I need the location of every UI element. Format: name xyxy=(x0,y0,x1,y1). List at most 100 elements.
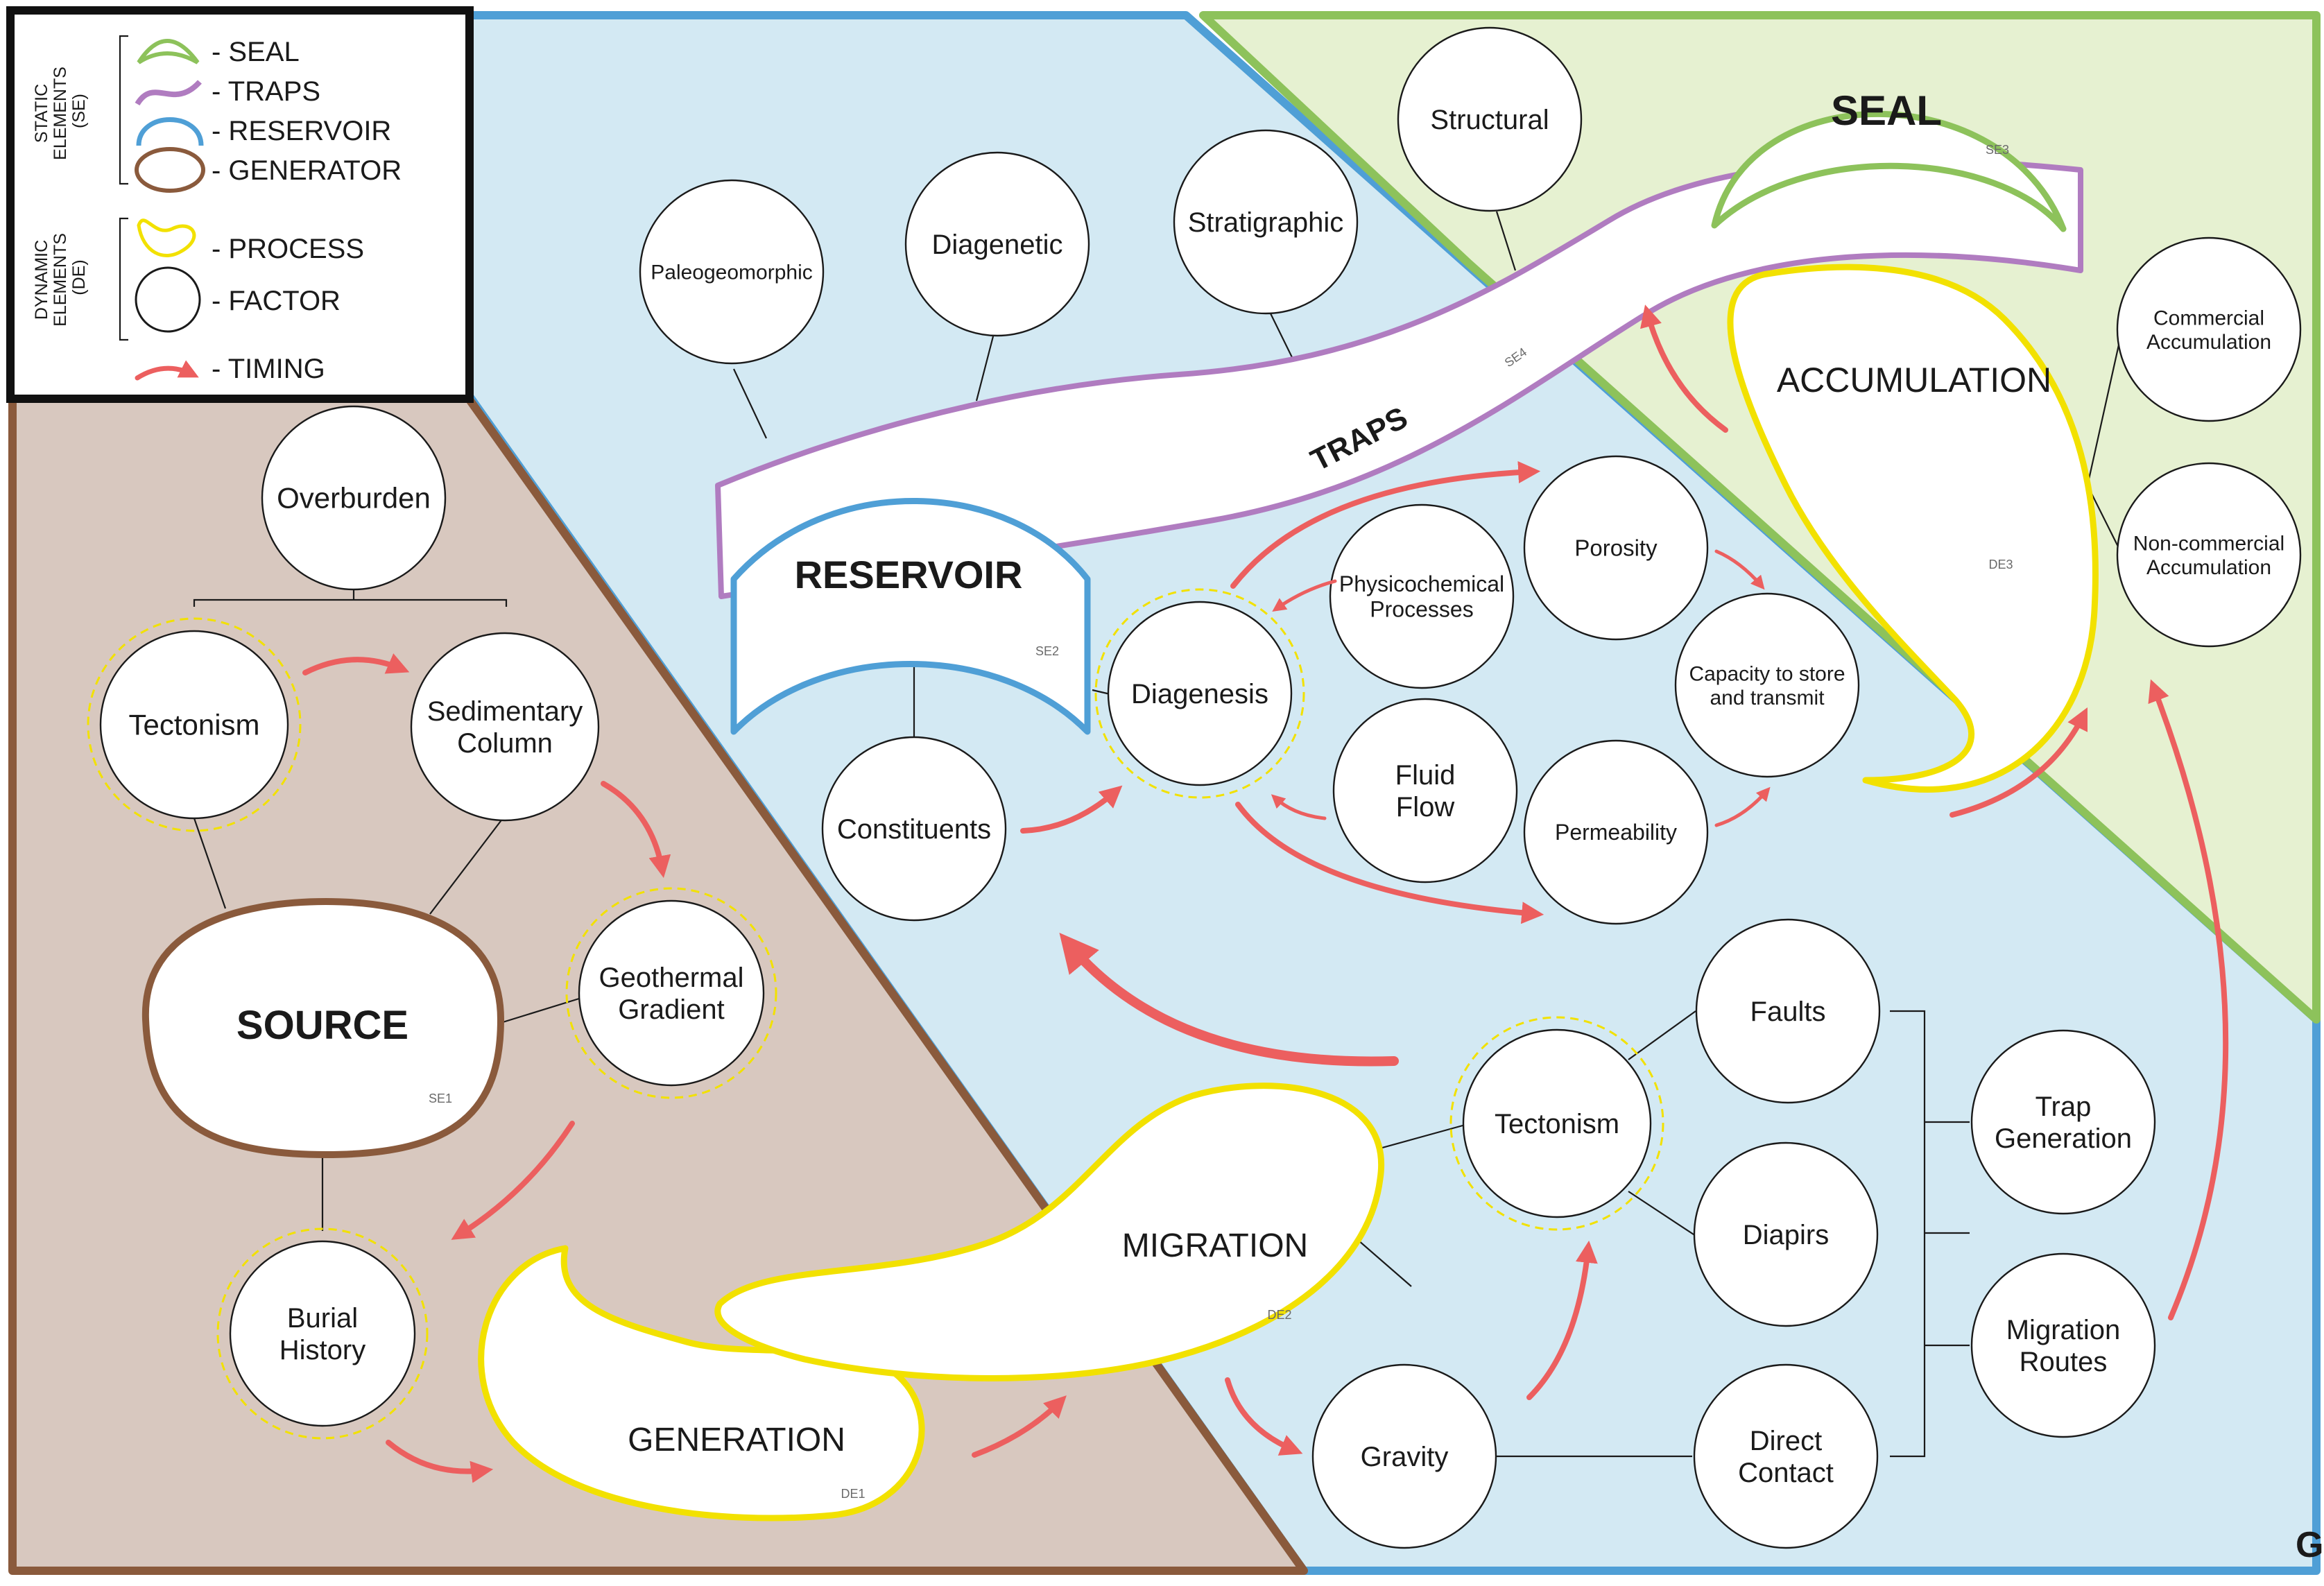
source-label: SOURCE xyxy=(236,1003,408,1048)
process-ring xyxy=(565,887,777,1099)
factor-icon xyxy=(135,266,201,333)
migration-label: MIGRATION xyxy=(1122,1227,1308,1264)
migration-code: DE2 xyxy=(1267,1308,1291,1322)
legend-dynamic-bracket xyxy=(119,217,128,341)
factor-label: Diapirs xyxy=(1743,1220,1829,1250)
factor-circle xyxy=(261,405,447,591)
legend-panel xyxy=(6,6,474,403)
factor-paleogeomorphic: Paleogeomorphic xyxy=(639,179,825,365)
migration-shape xyxy=(714,1083,1385,1381)
factor-diagenetic: Diagenetic xyxy=(904,151,1090,337)
factor-overburden: Overburden xyxy=(261,405,447,591)
factor-diapirs: Diapirs xyxy=(1693,1141,1879,1327)
factor-circle xyxy=(1693,1363,1879,1549)
reservoir-icon xyxy=(136,117,204,146)
factor-circle xyxy=(1329,503,1515,689)
factor-circle xyxy=(1970,1029,2156,1215)
factor-circle xyxy=(578,899,765,1087)
legend: STATIC ELEMENTS (SE) DYNAMIC ELEMENTS (D… xyxy=(32,35,402,384)
factor-structural: Structural xyxy=(1397,26,1583,212)
accumulation-label: ACCUMULATION xyxy=(1777,361,2051,399)
legend-factor-label: - FACTOR xyxy=(212,286,341,316)
factor-circle xyxy=(2116,236,2302,422)
factor-label: Paleogeomorphic xyxy=(651,261,812,284)
factor-circle xyxy=(1332,698,1518,883)
process-ring xyxy=(1094,588,1305,799)
process-ring xyxy=(1449,1016,1664,1231)
factor-label: Diagenetic xyxy=(931,230,1062,260)
factor-circle xyxy=(1173,129,1359,315)
factor-porosity: Porosity xyxy=(1523,455,1709,641)
legend-generator-label: - GENERATOR xyxy=(212,155,402,186)
factor-circle xyxy=(1523,739,1709,925)
legend-static-bracket xyxy=(119,35,128,185)
factor-gravity: Gravity xyxy=(1311,1363,1497,1549)
factor-label: Porosity xyxy=(1574,535,1658,561)
factor-label: Tectonism xyxy=(1495,1109,1619,1139)
factor-circle xyxy=(1695,918,1881,1104)
signature-mark: G xyxy=(2296,1525,2323,1565)
generation-code: DE1 xyxy=(841,1487,865,1501)
legend-reservoir-label: - RESERVOIR xyxy=(212,116,391,146)
timing-icon xyxy=(135,360,199,381)
factor-stratigraphic: Stratigraphic xyxy=(1173,129,1359,315)
factor-label: Tectonism xyxy=(128,709,259,741)
process-ring xyxy=(87,617,302,832)
legend-static-title: STATIC ELEMENTS (SE) xyxy=(32,62,89,160)
factor-label: Constituents xyxy=(837,814,991,845)
factor-label: Gravity xyxy=(1361,1442,1449,1472)
seal-label: SEAL xyxy=(1831,87,1942,134)
factor-label: Permeability xyxy=(1555,820,1677,845)
factor-permeability: Permeability xyxy=(1523,739,1709,925)
generation-shape xyxy=(478,1245,925,1522)
seal-icon xyxy=(137,39,200,64)
factor-circle xyxy=(99,630,289,820)
legend-traps-label: - TRAPS xyxy=(212,76,320,107)
factor-circle xyxy=(821,736,1007,922)
factor-label: Diagenesis xyxy=(1131,679,1268,709)
reservoir-code: SE2 xyxy=(1035,644,1059,658)
process-ring xyxy=(216,1227,429,1440)
factor-circle xyxy=(1523,455,1709,641)
factor-circle xyxy=(1693,1141,1879,1327)
factor-circle xyxy=(904,151,1090,337)
generator-icon xyxy=(135,147,205,193)
reservoir-shape xyxy=(730,498,1091,735)
factor-label: Faults xyxy=(1750,997,1826,1027)
timing-arrows xyxy=(302,304,2229,1483)
factor-circle xyxy=(2116,462,2302,648)
factor-circle xyxy=(1462,1028,1652,1218)
factor-faults: Faults xyxy=(1695,918,1881,1104)
factor-circle xyxy=(1311,1363,1497,1549)
factor-circle xyxy=(1970,1252,2156,1438)
accumulation-code: DE3 xyxy=(1988,558,2013,571)
traps-icon xyxy=(135,80,202,106)
source-shape xyxy=(141,897,505,1159)
seal-code: SE3 xyxy=(1986,143,2009,157)
factor-circle xyxy=(1674,592,1860,778)
accumulation-shape xyxy=(1727,264,2099,793)
legend-process-label: - PROCESS xyxy=(212,234,364,264)
seal-shape xyxy=(1711,111,2067,232)
factor-label: Stratigraphic xyxy=(1188,207,1344,238)
factor-circle xyxy=(410,632,600,822)
